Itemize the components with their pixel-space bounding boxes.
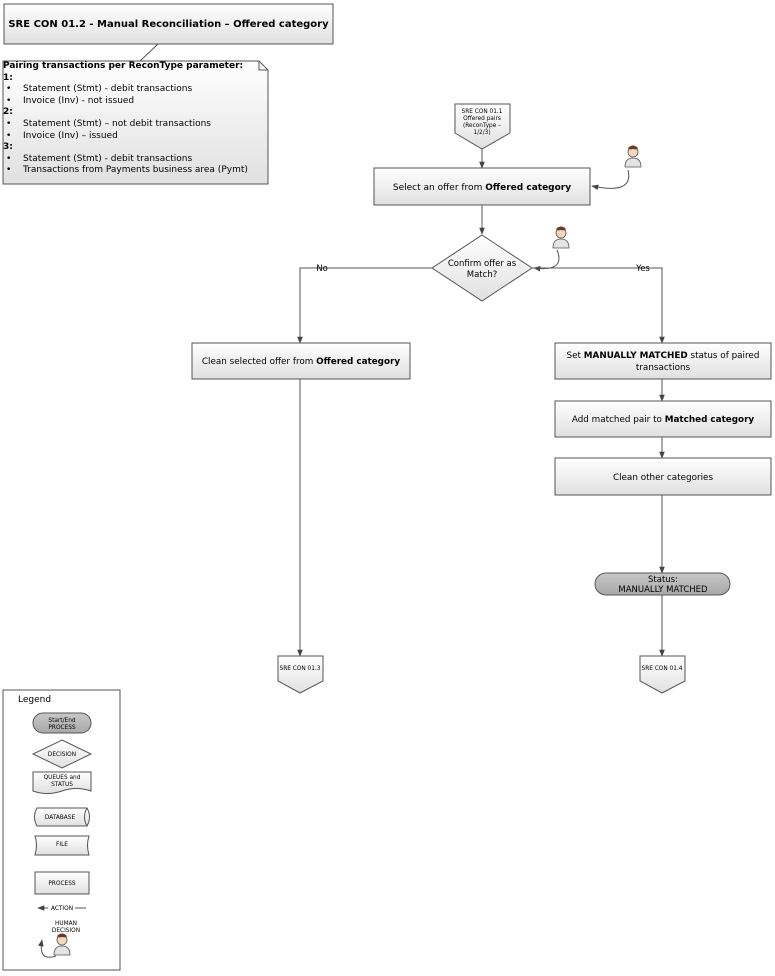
status-terminal-line-2: MANUALLY MATCHED — [618, 585, 708, 595]
note-group-3-item-1: Statement (Stmt) - debit transactions — [3, 154, 251, 166]
legend-box — [2, 689, 121, 971]
legend-decision-shape — [31, 739, 93, 769]
note-header: Pairing transactions per ReconType param… — [3, 61, 244, 71]
legend-start-end-line-1: Start/End — [48, 718, 75, 724]
ref-left-shape — [277, 655, 324, 694]
legend-file-shape — [34, 835, 90, 856]
start-ref-line-1: SRE CON 01.1 — [462, 109, 503, 115]
status-terminal-line-1: Status: — [648, 575, 678, 585]
start-ref-line-2: Offered pairs — [463, 116, 501, 122]
decision-diamond — [431, 234, 533, 302]
start-ref-shape — [454, 103, 511, 150]
add-pair-label: Add matched pair to Matched category — [572, 415, 755, 425]
note-group-3-item-2: Transactions from Payments business area… — [3, 165, 251, 177]
note-group-2-item-2: Invoice (Inv) – issued — [3, 131, 251, 143]
yes-label: Yes — [635, 264, 650, 274]
note-group-2-number: 2: — [3, 107, 13, 118]
decision-line-1: Confirm offer as — [448, 259, 517, 269]
legend-process-shape — [34, 871, 90, 895]
legend-human-line-1: HUMAN — [55, 921, 77, 927]
legend-start-end-shape — [32, 712, 92, 734]
note-group-1-item-1: Statement (Stmt) - debit transactions — [3, 84, 251, 96]
clean-selected-box — [191, 342, 411, 380]
legend-action-label: ACTION — [51, 906, 73, 912]
select-offer-label: Select an offer from Offered category — [393, 183, 571, 193]
ref-right-label: SRE CON 01.4 — [642, 666, 683, 672]
note-group-1-number: 1: — [3, 72, 13, 83]
legend-database-label: DATABASE — [45, 815, 76, 821]
note-group-2-item-1: Statement (Stmt) – not debit transaction… — [3, 119, 251, 131]
legend-human-line-2: DECISION — [52, 928, 80, 934]
legend-queues-shape — [32, 771, 92, 794]
legend-title: Legend — [18, 695, 51, 705]
note-group-3-number: 3: — [3, 142, 13, 153]
set-status-label-2: transactions — [636, 363, 691, 373]
set-status-box — [554, 342, 772, 380]
clean-other-box — [554, 457, 772, 496]
clean-other-label: Clean other categories — [613, 473, 714, 483]
legend-decision-label: DECISION — [48, 752, 76, 758]
legend-queues-line-2: STATUS — [51, 782, 73, 788]
title-note-connector — [139, 43, 159, 62]
legend-process-label: PROCESS — [48, 881, 75, 887]
legend-start-end-line-2: PROCESS — [48, 725, 75, 731]
no-label: No — [316, 264, 328, 274]
ref-right-shape — [639, 655, 686, 694]
human-decision-icon-2 — [552, 226, 570, 249]
start-ref-line-3: (ReconType – — [463, 123, 501, 129]
decision-line-2: Match? — [467, 270, 497, 280]
start-ref-line-4: 1/2/3) — [473, 130, 490, 136]
select-offer-box — [373, 167, 591, 206]
human-decision-icon — [624, 145, 642, 168]
add-pair-box — [554, 400, 772, 438]
recon-type-note: Pairing transactions per ReconType param… — [3, 61, 251, 177]
legend-file-label: FILE — [56, 842, 68, 848]
clean-selected-label: Clean selected offer from Offered catego… — [202, 357, 400, 367]
page-title: SRE CON 01.2 - Manual Reconciliation – O… — [8, 18, 329, 30]
set-status-label-1: Set MANUALLY MATCHED status of paired — [567, 351, 760, 361]
legend-queues-line-1: QUEUES and — [44, 775, 81, 781]
ref-left-label: SRE CON 01.3 — [280, 666, 321, 672]
title-box — [3, 3, 334, 45]
note-group-1-item-2: Invoice (Inv) - not issued — [3, 96, 251, 108]
